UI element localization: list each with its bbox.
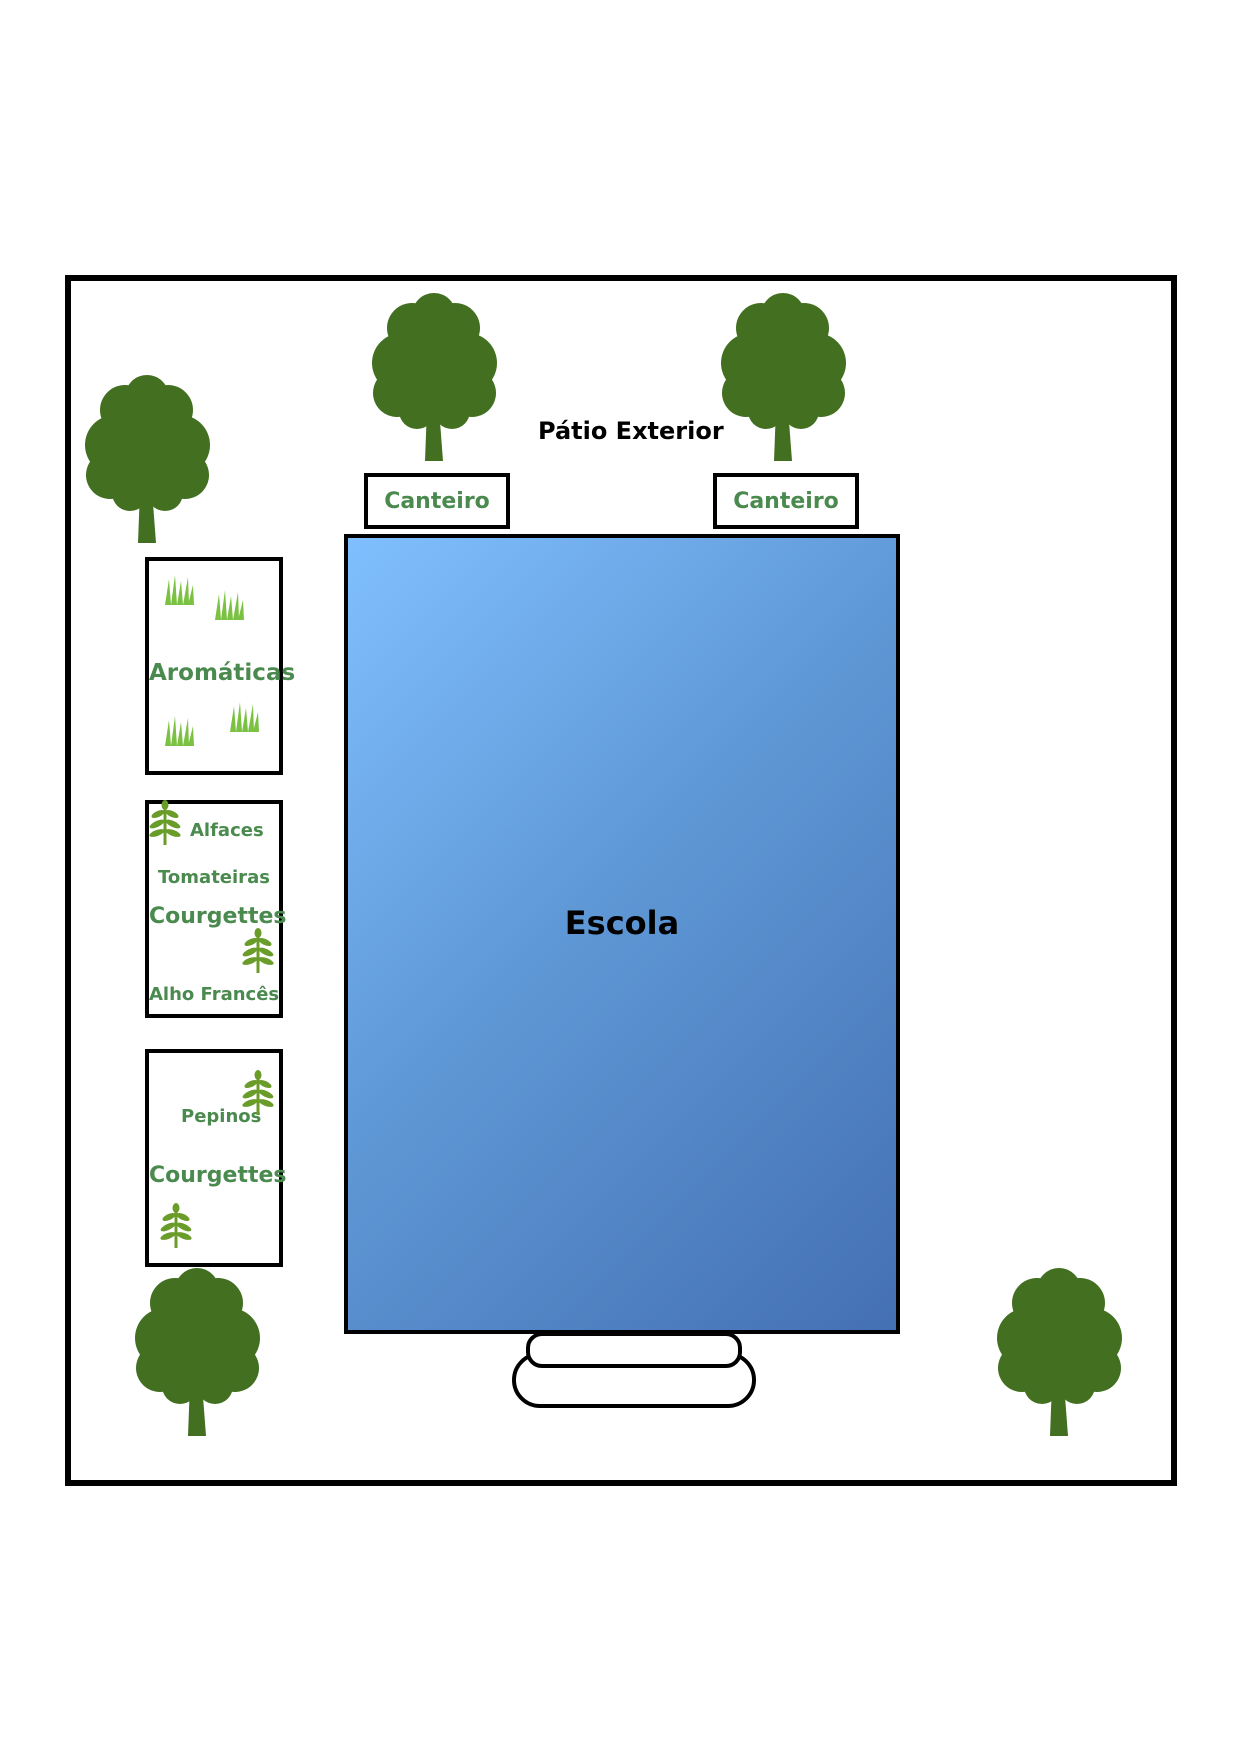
vegetable-item-courgettes: Courgettes [149, 904, 287, 929]
tree-icon [997, 1268, 1122, 1436]
site-boundary [65, 275, 1177, 1486]
tree-icon [372, 293, 497, 461]
sprout-icon [160, 1203, 192, 1248]
squash-plot: Pepinos Courgettes [145, 1049, 287, 1267]
vegetable-item-alfaces: Alfaces [190, 820, 264, 841]
canteiro-right: Canteiro [713, 473, 859, 529]
canteiro-right-label: Canteiro [733, 489, 839, 514]
sprout-icon [149, 800, 181, 845]
sprout-icon [242, 1070, 274, 1115]
school-building: Escola [344, 534, 900, 1334]
vegetable-item-tomateiras: Tomateiras [158, 867, 270, 888]
canteiro-left: Canteiro [364, 473, 510, 529]
squash-item-pepinos: Pepinos [181, 1106, 262, 1127]
vegetable-item-alho-frances: Alho Francês [149, 984, 280, 1005]
sprout-icon [242, 928, 274, 973]
tree-icon [135, 1268, 260, 1436]
tree-icon [85, 375, 210, 543]
entrance-step-upper [526, 1332, 742, 1368]
canteiro-left-label: Canteiro [384, 489, 490, 514]
vegetable-plot: Alfaces Tomateiras Courgettes Alho Franc… [145, 800, 287, 1018]
tree-icon [721, 293, 846, 461]
grass-icon [165, 716, 194, 746]
grass-icon [215, 590, 244, 620]
herb-plot-label: Aromáticas [149, 660, 296, 686]
squash-item-courgettes: Courgettes [149, 1163, 287, 1188]
grass-icon [230, 702, 259, 732]
school-label: Escola [564, 904, 680, 942]
grass-icon [165, 575, 194, 605]
patio-label: Pátio Exterior [538, 417, 724, 445]
